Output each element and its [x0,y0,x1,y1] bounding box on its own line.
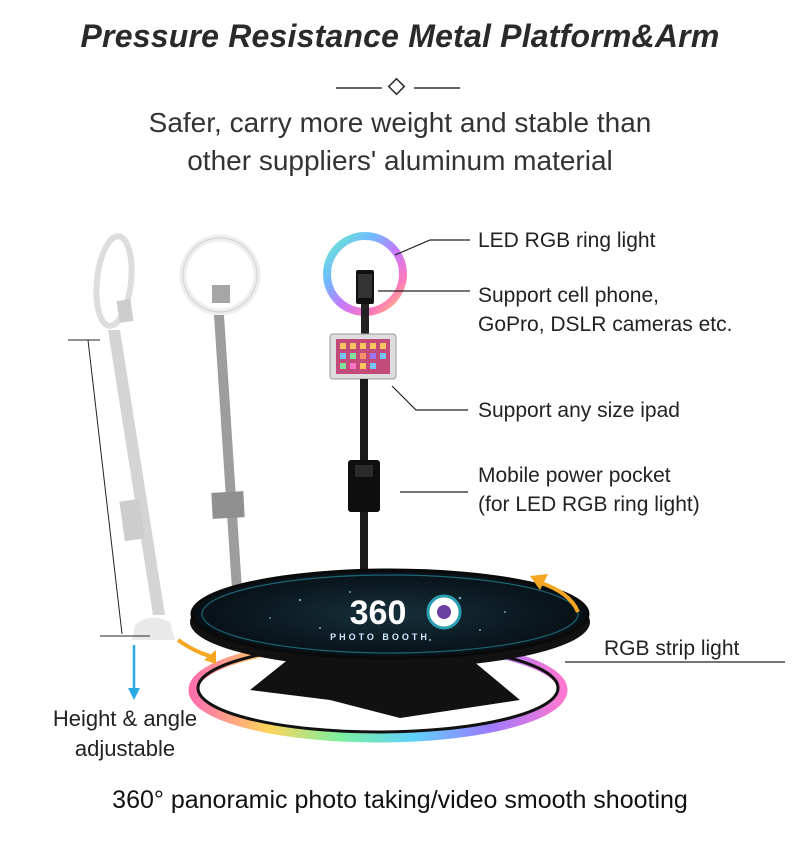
arm-ghost-far [93,233,175,640]
footer-caption: 360° panoramic photo taking/video smooth… [112,786,688,814]
subtitle-line-1: Safer, carry more weight and stable than [148,107,652,138]
arm-main [323,232,407,579]
platform-logo-sub: PHOTO BOOTH [330,632,430,642]
rotate-arrow-left-icon [176,638,211,658]
subtitle: Safer, carry more weight and stable than… [0,104,800,180]
callout-ipad: Support any size ipad [478,399,680,422]
callout-adjust-line-1: Height & angle [52,706,198,731]
callout-phone-line-1: Support cell phone, [478,284,659,307]
platform-logo-number: 360 [350,594,407,632]
title-divider [336,77,460,96]
callout-strip-light: RGB strip light [604,637,740,660]
arm-ghost-mid [179,234,261,590]
callout-power-line-1: Mobile power pocket [478,464,671,487]
callout-adjust-line-2: adjustable [74,736,176,761]
subtitle-line-2: other suppliers' aluminum material [187,145,613,176]
callout-power-line-2: (for LED RGB ring light) [478,493,700,516]
platform: 360 PHOTO BOOTH [188,568,590,743]
callout-phone-line-2: GoPro, DSLR cameras etc. [478,313,733,336]
callout-ring-light: LED RGB ring light [478,229,656,252]
height-indicator [68,339,150,637]
page-title: Pressure Resistance Metal Platform&Arm [80,18,720,54]
callout-adjust: Height & angle adjustable [40,704,210,764]
